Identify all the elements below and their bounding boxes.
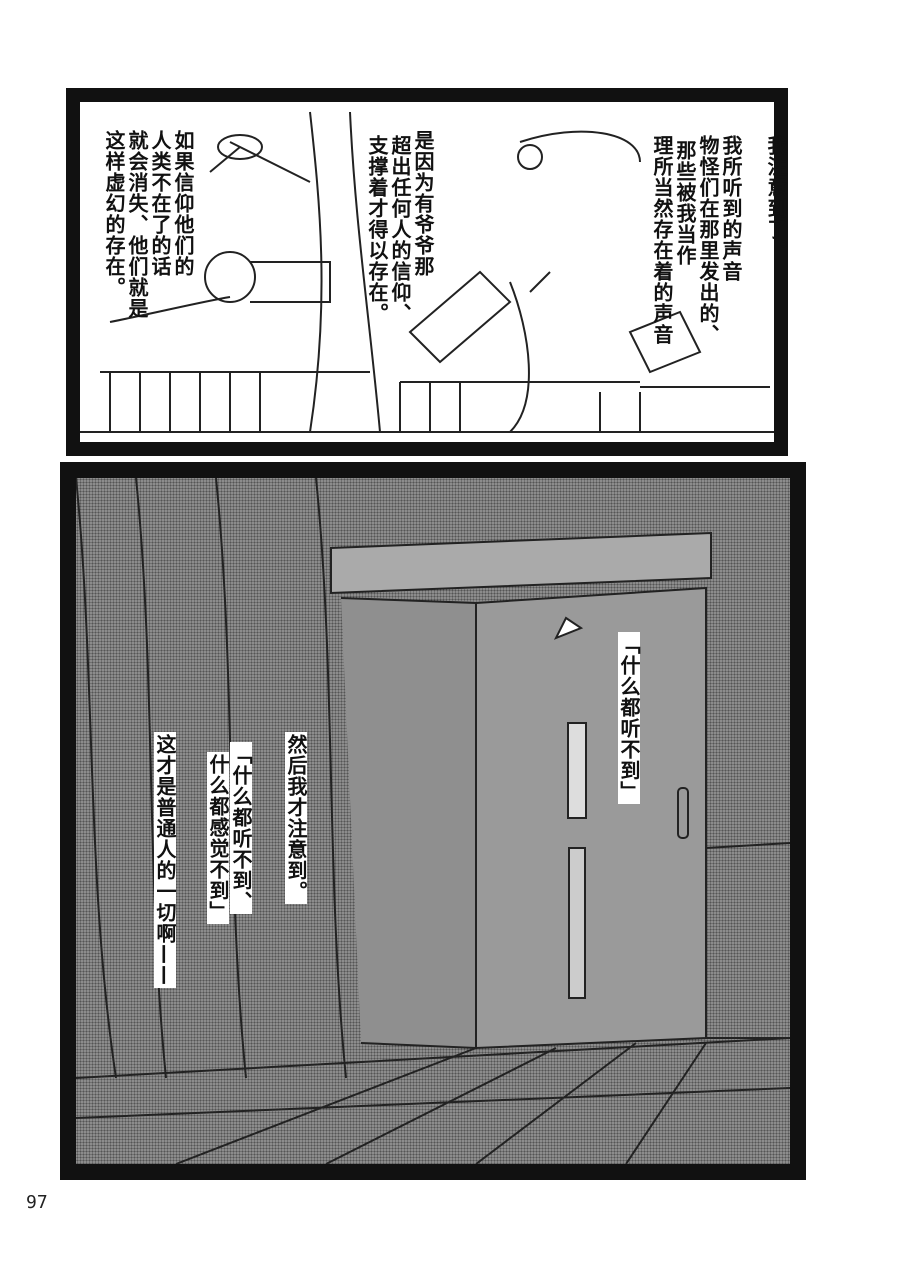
wall-edge [705, 842, 790, 1039]
caption-column: 是因为有爷爷那 [411, 130, 435, 277]
lantern-2 [628, 310, 702, 374]
caption-column: 这样虚幻的存在。 [102, 130, 126, 298]
panel-yokai-scene: 我注意到了。 我所听到的声音 物怪们在那里发出的、 那些被我当作 理所当然存在着… [66, 88, 788, 456]
caption-column: 就会消失、他们就是 [125, 130, 149, 319]
caption-column: 物怪们在那里发出的、 [696, 135, 720, 345]
caption-column: 我所听到的声音 [719, 135, 743, 282]
caption-column: 人类不在了的话 [148, 130, 172, 277]
door-window-triangle [553, 616, 584, 640]
door-left-panel [340, 597, 477, 1050]
paper-lantern [408, 270, 512, 364]
fence-rail [100, 371, 770, 388]
yokai-face [204, 251, 256, 303]
door-handle [677, 787, 689, 839]
caption-column: 那些被我当作 [673, 140, 697, 266]
caption-column: 支撑着才得以存在。 [365, 135, 389, 324]
tree-branch [209, 141, 311, 183]
caption-column: 理所当然存在着的声音 [650, 135, 674, 345]
hallway-illustration [76, 478, 790, 1164]
fence-posts [109, 372, 641, 432]
bird [217, 134, 263, 160]
yokai-illustration [80, 111, 774, 433]
narration-caption: 然后我才注意到。 [284, 732, 308, 904]
sliding-door [475, 586, 707, 1050]
page-number: 97 [26, 1192, 48, 1213]
caption-column: 超出任何人的信仰、 [388, 135, 412, 324]
door-nameplate [568, 847, 586, 999]
quote-line: 「什么都听不到、 [229, 742, 253, 914]
caption-column: 我注意到了。 [764, 135, 788, 261]
tree-trunk [309, 111, 381, 433]
log-body [250, 261, 331, 303]
door-window-slot [567, 722, 587, 819]
rabbit [509, 271, 551, 433]
ghost-face [517, 144, 543, 170]
ghost-wisp [519, 130, 641, 163]
speech-bubble: 「什么都听不到」 [617, 632, 641, 804]
quote-line: 什么都感觉不到」 [206, 752, 230, 924]
floor-boards [76, 1037, 790, 1164]
curtain-folds [76, 478, 347, 1079]
caption-column: 如果信仰他们的 [171, 130, 195, 277]
panel-hallway-door: 「什么都听不到」 然后我才注意到。 「什么都听不到、 什么都感觉不到」 这才是普… [60, 462, 806, 1180]
narration-caption: 这才是普通人的一切啊—— [153, 732, 177, 988]
door-lintel [330, 531, 712, 595]
